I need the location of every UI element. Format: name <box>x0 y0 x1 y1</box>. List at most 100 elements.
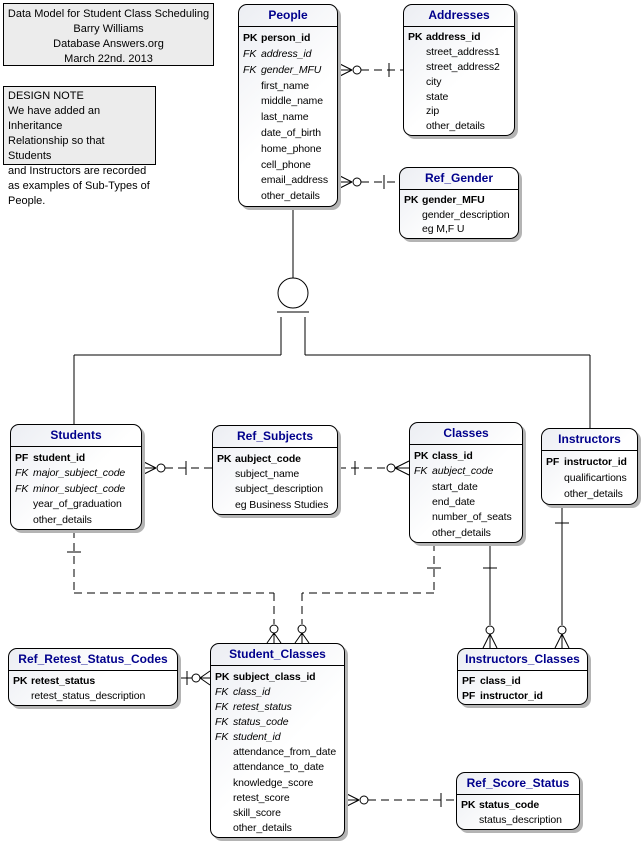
entity-title: Ref_Score_Status <box>457 773 579 795</box>
title-box: Data Model for Student Class Scheduling … <box>3 3 214 66</box>
field-row: home_phone <box>239 144 337 155</box>
field-key <box>404 92 426 103</box>
field-name: eg Business Studies <box>235 498 329 511</box>
field-key <box>400 224 422 235</box>
field-name: street_address2 <box>426 60 500 73</box>
entity-title: People <box>239 5 337 27</box>
optionality-circle-icon <box>386 463 396 473</box>
field-row: gender_description <box>400 210 518 221</box>
field-name: class_id <box>480 675 521 687</box>
field-key <box>211 747 233 758</box>
field-key <box>239 128 261 139</box>
field-row: street_address2 <box>404 62 514 73</box>
field-key <box>11 515 33 526</box>
field-name: subject_description <box>235 483 323 496</box>
field-key <box>211 778 233 789</box>
field-name: other_details <box>564 488 623 501</box>
field-name: instructor_id <box>564 456 627 469</box>
design-note-line: and Instructors are recorded <box>8 165 147 177</box>
field-row: date_of_birth <box>239 128 337 139</box>
field-name: attendance_from_date <box>233 746 337 759</box>
field-row: attendance_from_date <box>211 747 344 758</box>
field-key <box>410 497 432 508</box>
field-key: PK <box>404 194 419 207</box>
field-name: address_id <box>261 48 312 61</box>
field-name: subject_class_id <box>233 670 316 683</box>
field-row: attendance_to_date <box>211 762 344 773</box>
optionality-circle-icon <box>191 673 201 683</box>
field-key <box>457 815 479 826</box>
field-name: student_id <box>33 451 86 464</box>
field-name: zip <box>426 105 440 118</box>
title-line: Barry Williams <box>73 23 144 35</box>
field-name: last_name <box>261 111 309 124</box>
field-key <box>400 210 422 221</box>
subtype-circle-icon <box>277 277 309 309</box>
field-row: state <box>404 92 514 103</box>
field-key: FK <box>243 48 257 61</box>
field-name: knowledge_score <box>233 776 314 789</box>
field-row: subject_name <box>213 469 337 480</box>
field-key <box>239 175 261 186</box>
field-name: date_of_birth <box>261 126 321 139</box>
field-row: middle_name <box>239 96 337 107</box>
title-line: Data Model for Student Class Scheduling <box>7 8 210 20</box>
design-note-line: People. <box>8 195 46 207</box>
field-row: other_details <box>404 121 514 132</box>
field-name: person_id <box>261 32 311 45</box>
entity-title: Instructors <box>542 429 637 451</box>
field-key <box>239 160 261 171</box>
field-key <box>239 81 261 92</box>
field-name: gender_MFU <box>261 63 322 76</box>
crows-foot-icon <box>266 632 282 644</box>
field-name: status_description <box>479 814 562 827</box>
field-name: end_date <box>432 495 475 508</box>
field-name: start_date <box>432 480 478 493</box>
field-name: email_address <box>261 174 328 187</box>
field-name: middle_name <box>261 95 323 108</box>
field-row: eg M,F U <box>400 224 518 235</box>
field-row: year_of_graduation <box>11 499 141 510</box>
field-name: status_code <box>233 716 289 728</box>
crows-foot-icon <box>199 670 211 686</box>
field-key: FK <box>15 482 29 495</box>
field-key: PK <box>461 799 476 812</box>
entity-title: Instructors_Classes <box>458 649 587 671</box>
field-row: city <box>404 77 514 88</box>
entity-title: Students <box>11 425 141 447</box>
field-key <box>404 106 426 117</box>
entity-title: Ref_Subjects <box>213 426 337 448</box>
field-row: zip <box>404 106 514 117</box>
field-key: PF <box>462 689 476 702</box>
field-name: address_id <box>426 31 481 44</box>
field-key <box>11 499 33 510</box>
field-row: other_details <box>239 191 337 202</box>
field-row: end_date <box>410 497 522 508</box>
optionality-circle-icon <box>297 624 307 634</box>
optionality-circle-icon <box>352 177 362 187</box>
field-name: cell_phone <box>261 158 311 171</box>
field-key <box>404 121 426 132</box>
field-key: FK <box>215 700 229 713</box>
field-name: street_address1 <box>426 46 500 59</box>
